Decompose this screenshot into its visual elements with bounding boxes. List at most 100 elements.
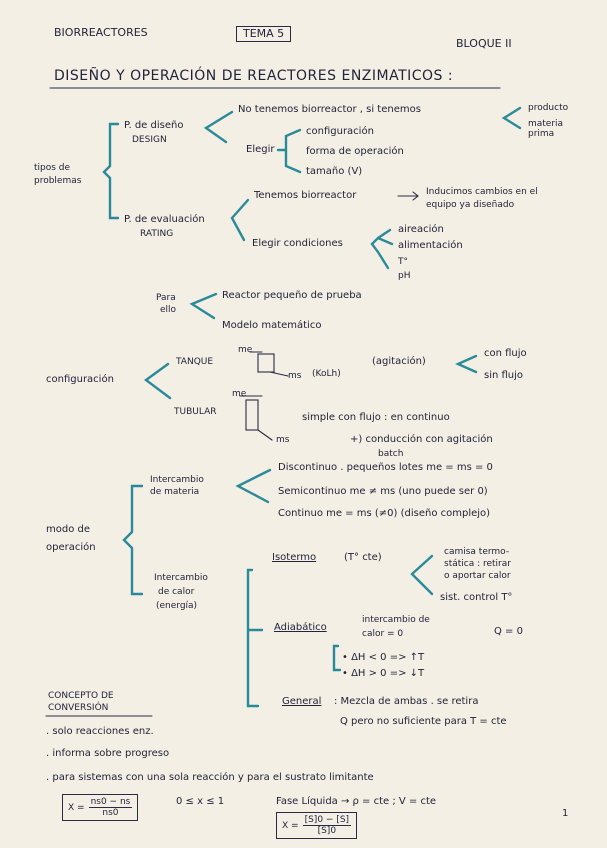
- angle-materia: [235, 468, 272, 504]
- isotermo-title: Isotermo: [272, 552, 317, 563]
- brace-tipos: [102, 122, 120, 220]
- diseno-label: P. de diseño: [124, 120, 184, 131]
- para-label: Para: [156, 293, 176, 303]
- angle-para-ello: [189, 292, 218, 320]
- simple-flujo-text: simple con flujo : en continuo: [302, 412, 450, 423]
- formula-conc-lhs: X =: [282, 820, 299, 831]
- conversion-range-text: 0 ≤ x ≤ 1: [176, 796, 225, 807]
- formula-conc-box: X = [S]0 − [S] [S]0: [276, 812, 358, 839]
- fase-liquida-text: Fase Líquida → ρ = cte ; V = cte: [276, 796, 437, 807]
- tenemos-text: Tenemos biorreactor: [254, 190, 357, 201]
- adiabatico-line-2: calor = 0: [362, 629, 404, 639]
- formula-conc-denominator: [S]0: [317, 826, 337, 836]
- materia-label-2: de materia: [150, 487, 200, 497]
- agitacion-text: (agitación): [372, 356, 426, 367]
- semicontinuo-text: Semicontinuo me ≠ ms (uno puede ser 0): [278, 486, 488, 497]
- inducimos-line-2: equipo ya diseñado: [426, 200, 515, 210]
- angle-isotermo: [410, 554, 434, 596]
- modo-label-2: operación: [46, 542, 96, 553]
- tank-me: me: [238, 345, 253, 355]
- reactor-pequeno-text: Reactor pequeño de prueba: [222, 290, 362, 301]
- bloque-label: BLOQUE II: [456, 37, 512, 50]
- concepto-bullet-3: . para sistemas con una sola reacción y …: [46, 772, 374, 783]
- adiabatico-line-1: intercambio de: [362, 615, 430, 625]
- adiabatico-title: Adiabático: [274, 622, 327, 633]
- bracket-calor: [246, 568, 264, 708]
- tubular-label: TUBULAR: [174, 407, 217, 417]
- cond-alimentacion: alimentación: [398, 240, 463, 251]
- cond-temperatura: T°: [398, 257, 408, 267]
- evaluacion-sublabel: RATING: [140, 229, 174, 239]
- opcion-forma: forma de operación: [306, 146, 404, 157]
- tema-box: TEMA 5: [236, 26, 292, 42]
- angle-flujo: [455, 354, 478, 374]
- general-title: General: [282, 696, 322, 707]
- brace-modo: [122, 484, 144, 596]
- no-tenemos-text: No tenemos biorreactor , si tenemos: [238, 104, 421, 115]
- prima-text: prima: [528, 129, 555, 139]
- subject-label: BIORREACTORES: [54, 26, 148, 39]
- opcion-configuracion: configuración: [306, 126, 374, 137]
- materia-label-1: Intercambio: [150, 475, 204, 485]
- tank-sketch: [257, 353, 275, 373]
- formula-conc-numerator: [S]0 − [S]: [302, 815, 352, 826]
- isotermo-note: (T° cte): [344, 552, 382, 563]
- camisa-line-1: camisa termo-: [444, 547, 510, 557]
- tubular-ms: ms: [276, 435, 290, 445]
- inducimos-line-1: Inducimos cambios en el: [426, 187, 538, 197]
- angle-producto: [501, 106, 522, 130]
- camisa-line-2: stática : retirar: [444, 559, 511, 569]
- tubular-me: me: [232, 389, 247, 399]
- tipos-label-1: tipos de: [34, 163, 71, 173]
- tank-kolh: (KoLh): [312, 369, 341, 379]
- general-line-1: : Mezcla de ambas . se retira: [334, 696, 479, 707]
- modo-label-1: modo de: [46, 524, 91, 535]
- bracket-elegir: [276, 128, 302, 174]
- modelo-matematico-text: Modelo matemático: [222, 320, 322, 331]
- dh-negative-text: • ΔH < 0 => ↑T: [342, 652, 425, 663]
- elegir-text: Elegir: [246, 144, 275, 155]
- formula-moles-lhs: X =: [68, 802, 85, 813]
- q-zero-text: Q = 0: [494, 626, 523, 637]
- discontinuo-text: Discontinuo . pequeños lotes me = ms = 0: [278, 462, 493, 473]
- calor-label-1: Intercambio: [154, 573, 208, 583]
- concepto-title-2: CONVERSIÓN: [48, 703, 109, 713]
- calor-label-3: (energía): [156, 601, 198, 611]
- general-line-2: Q pero no suficiente para T = cte: [340, 716, 507, 727]
- tubular-sketch: [245, 399, 259, 431]
- formula-moles-numerator: ns0 − ns: [88, 797, 133, 808]
- configuracion-label: configuración: [46, 374, 114, 385]
- angle-evaluacion: [230, 198, 250, 242]
- angle-diseno: [203, 110, 234, 144]
- batch-note: batch: [378, 449, 404, 459]
- bracket-adiabatico: [332, 644, 342, 672]
- sist-control-text: sist. control T°: [440, 592, 513, 603]
- concepto-bullet-2: . informa sobre progreso: [46, 748, 170, 759]
- dh-positive-text: • ΔH > 0 => ↓T: [342, 668, 425, 679]
- page-number: 1: [562, 808, 569, 819]
- ello-label: ello: [160, 305, 177, 315]
- tank-ms: ms: [288, 371, 302, 381]
- calor-label-2: de calor: [158, 587, 195, 597]
- conduccion-text: +) conducción con agitación: [350, 434, 493, 445]
- bracket-condiciones: [370, 228, 394, 270]
- formula-moles-box: X = ns0 − ns ns0: [62, 794, 139, 821]
- cond-aireacion: aireación: [398, 224, 444, 235]
- tanque-label: TANQUE: [176, 357, 214, 367]
- continuo-text: Continuo me = ms (≠0) (diseño complejo): [278, 508, 491, 519]
- materia-text: materia: [528, 119, 564, 129]
- camisa-line-3: o aportar calor: [444, 571, 511, 581]
- diseno-sublabel: DESIGN: [132, 135, 167, 145]
- elegir-condiciones-text: Elegir condiciones: [252, 238, 343, 249]
- formula-moles-denominator: ns0: [102, 808, 119, 818]
- producto-text: producto: [528, 103, 569, 113]
- sin-flujo-text: sin flujo: [484, 370, 524, 381]
- concepto-title-1: CONCEPTO DE: [48, 691, 114, 701]
- concepto-bullet-1: . solo reacciones enz.: [46, 726, 154, 737]
- con-flujo-text: con flujo: [484, 348, 527, 359]
- page-title: DISEÑO Y OPERACIÓN DE REACTORES ENZIMATI…: [54, 68, 454, 84]
- tipos-label-2: problemas: [34, 176, 82, 186]
- cond-ph: pH: [398, 271, 411, 281]
- evaluacion-label: P. de evaluación: [124, 214, 205, 225]
